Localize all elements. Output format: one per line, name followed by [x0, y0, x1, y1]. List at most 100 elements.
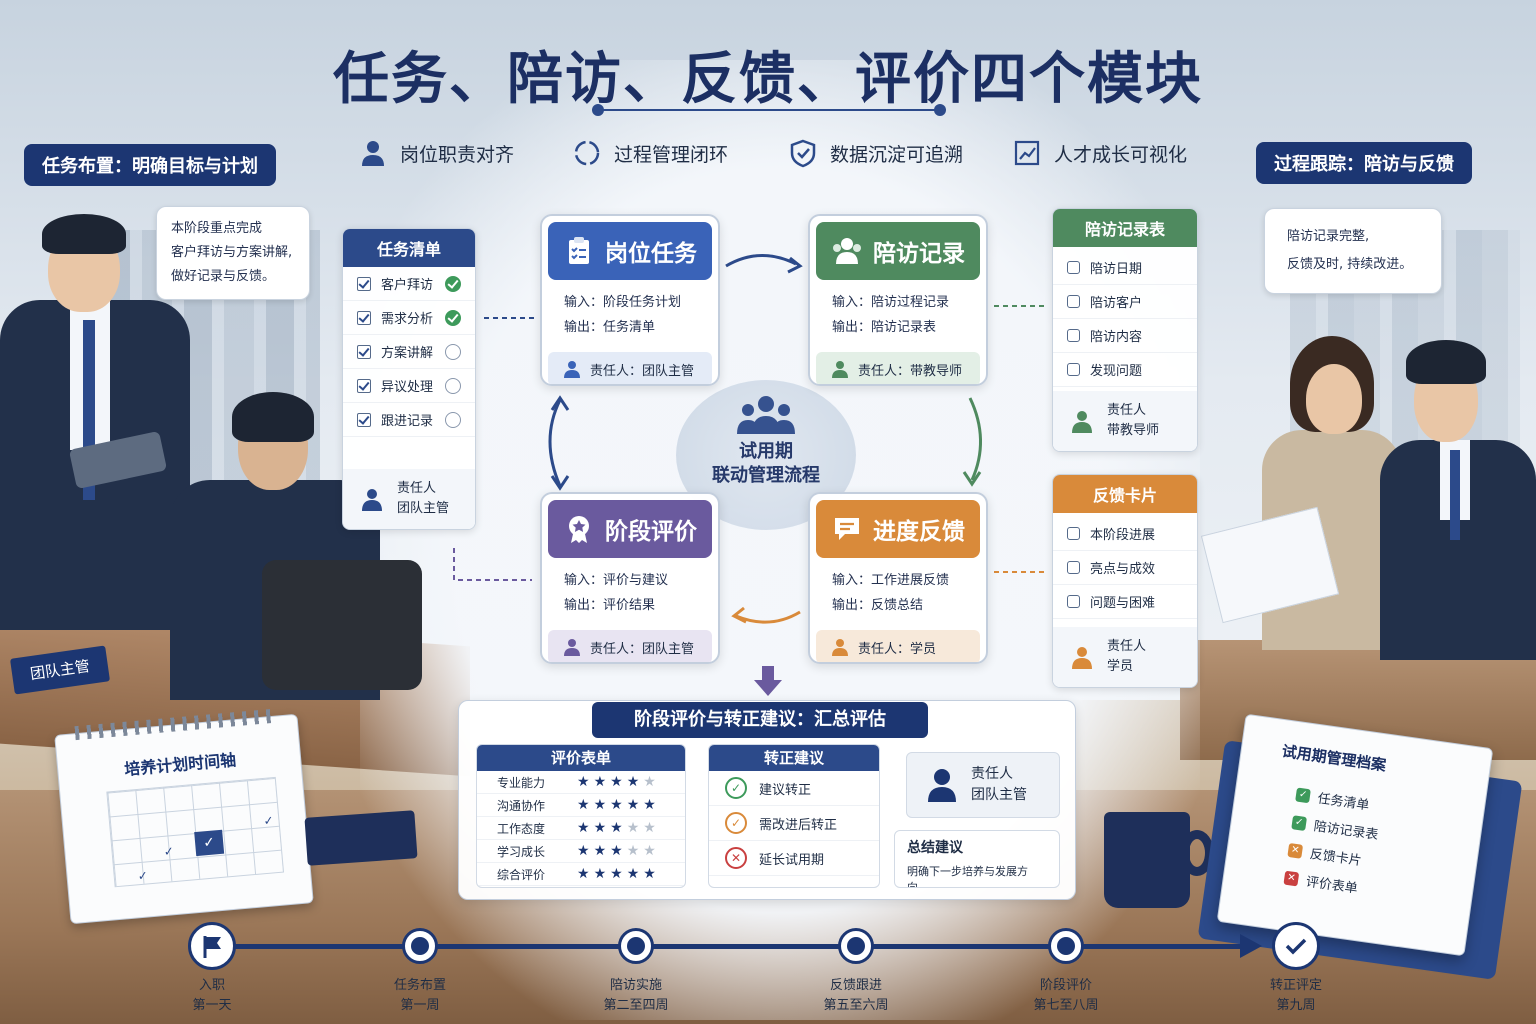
- bubble-line: 客户拜访与方案讲解,: [171, 245, 293, 260]
- star-icon[interactable]: ★: [577, 797, 590, 813]
- right-section-tag: 过程跟踪：陪访与反馈: [1256, 142, 1472, 184]
- training-calendar: 培养计划时间轴 ✓ ✓ ✓ ✓: [54, 708, 314, 925]
- field-icon: [1067, 561, 1080, 574]
- conclusion-text: 明确下一步培养与发展方向。: [907, 865, 1028, 888]
- sheet-item-label: 亮点与成效: [1090, 562, 1156, 577]
- star-icon[interactable]: ★: [593, 797, 607, 813]
- feature-label: 人才成长可视化: [1054, 143, 1188, 166]
- growth-chart-icon: [1014, 140, 1040, 166]
- timeline-node[interactable]: [188, 922, 236, 970]
- module-output: 输出：陪访记录表: [832, 320, 937, 335]
- bubble-line: 本阶段重点完成: [171, 221, 263, 236]
- people-icon: [833, 238, 861, 264]
- timeline-node[interactable]: [618, 928, 654, 964]
- task-label: 客户拜访: [381, 278, 434, 293]
- timeline-stage: 转正评定: [1269, 978, 1322, 993]
- sheet-item-label: 发现问题: [1090, 364, 1143, 379]
- star-icon[interactable]: ★: [593, 843, 607, 859]
- conclusion-title: 总结建议: [907, 840, 963, 856]
- timeline-label: 任务布置第一周: [350, 976, 490, 1016]
- calendar-check-icon: ✓: [194, 829, 225, 857]
- left-speech-bubble: 本阶段重点完成 客户拜访与方案讲解, 做好记录与反馈。: [156, 206, 310, 300]
- star-icon[interactable]: ★: [593, 866, 607, 882]
- checkbox-icon: [357, 310, 371, 325]
- star-icon[interactable]: ★: [626, 774, 640, 790]
- timeline-stage: 阶段评价: [1039, 978, 1092, 993]
- person-icon: [832, 639, 848, 656]
- star-icon[interactable]: ★: [593, 820, 607, 836]
- archive-item-label: 陪访记录表: [1312, 819, 1380, 844]
- suggestion-label: 延长试用期: [759, 852, 825, 868]
- star-icon[interactable]: ★: [610, 820, 623, 836]
- person-icon: [362, 141, 384, 166]
- module-owner-text: 责任人：团队主管: [590, 641, 695, 657]
- star-icon[interactable]: ★: [610, 797, 623, 813]
- task-list-item[interactable]: 方案讲解: [343, 335, 475, 369]
- timeline-arrowhead: [1240, 934, 1262, 958]
- timeline-period: 第九周: [1276, 998, 1316, 1013]
- task-list-item[interactable]: 需求分析: [343, 301, 475, 335]
- timeline-stage: 入职: [198, 978, 225, 993]
- timeline-node[interactable]: [402, 928, 438, 964]
- star-icon[interactable]: ★: [643, 774, 656, 790]
- module-header: 进度反馈: [816, 500, 980, 558]
- module-owner: 责任人：带教导师: [816, 352, 980, 384]
- timeline-dot: [1057, 937, 1075, 955]
- star-icon[interactable]: ★: [643, 843, 656, 859]
- task-list-item[interactable]: 客户拜访: [343, 267, 475, 301]
- task-label: 异议处理: [381, 380, 434, 395]
- archive-item-label: 反馈卡片: [1308, 846, 1363, 870]
- module-owner-text: 责任人：带教导师: [858, 363, 963, 379]
- sheet-item: 陪访日期: [1053, 251, 1197, 285]
- module-title: 陪访记录: [873, 241, 965, 267]
- star-icon[interactable]: ★: [643, 797, 656, 813]
- task-list-title: 任务清单: [343, 229, 475, 267]
- module-title: 岗位任务: [605, 241, 697, 267]
- star-icon[interactable]: ★: [577, 820, 590, 836]
- feature-talent-growth: 人才成长可视化: [1012, 138, 1187, 168]
- star-icon[interactable]: ★: [610, 866, 623, 882]
- timeline-label: 转正评定第九周: [1226, 976, 1366, 1016]
- timeline-node[interactable]: [838, 928, 874, 964]
- star-icon[interactable]: ★: [626, 843, 640, 859]
- timeline-node[interactable]: [1272, 922, 1320, 970]
- module-output: 输出：反馈总结: [832, 598, 924, 613]
- star-icon[interactable]: ★: [577, 843, 590, 859]
- module-card-feedback: 进度反馈 输入：工作进展反馈输出：反馈总结 责任人：学员: [808, 492, 988, 664]
- suggestion-option[interactable]: ✓建议转正: [709, 771, 879, 806]
- star-icon[interactable]: ★: [626, 820, 640, 836]
- star-icon[interactable]: ★: [610, 843, 623, 859]
- timeline-dot: [411, 937, 429, 955]
- module-title: 阶段评价: [605, 519, 697, 545]
- title-underline: [600, 109, 940, 111]
- hub-line-2: 联动管理流程: [712, 465, 820, 486]
- timeline-label: 反馈跟进第五至六周: [786, 976, 926, 1016]
- module-owner-text: 责任人：团队主管: [590, 363, 695, 379]
- visit-record-owner: 责任人带教导师: [1053, 391, 1197, 451]
- suggestion-option[interactable]: ✓需改进后转正: [709, 806, 879, 841]
- star-icon[interactable]: ★: [577, 866, 590, 882]
- star-icon[interactable]: ★: [610, 774, 623, 790]
- suggestion-option[interactable]: ✕延长试用期: [709, 841, 879, 876]
- star-icon[interactable]: ★: [626, 866, 640, 882]
- star-icon[interactable]: ★: [577, 774, 590, 790]
- field-icon: [1067, 261, 1080, 274]
- coffee-mug: [1104, 812, 1190, 908]
- feature-data-traceable: 数据沉淀可追溯: [788, 138, 963, 168]
- sheet-item: 陪访客户: [1053, 285, 1197, 319]
- task-list-item[interactable]: 异议处理: [343, 369, 475, 403]
- sheet-item: 本阶段进展: [1053, 517, 1197, 551]
- rating-row: 学习成长★★★★★: [477, 840, 685, 863]
- person-icon: [1072, 411, 1092, 433]
- timeline-node[interactable]: [1048, 928, 1084, 964]
- star-icon[interactable]: ★: [626, 797, 640, 813]
- star-icon[interactable]: ★: [643, 866, 656, 882]
- person-icon: [832, 361, 848, 378]
- star-icon[interactable]: ★: [643, 820, 656, 836]
- task-list-item[interactable]: 跟进记录: [343, 403, 475, 437]
- module-owner: 责任人：团队主管: [548, 352, 712, 384]
- star-icon[interactable]: ★: [593, 774, 607, 790]
- right-speech-bubble: 陪访记录完整, 反馈及时, 持续改进。: [1264, 208, 1442, 294]
- archive-status-icon: ✕: [1287, 842, 1304, 859]
- archive-item: ✕反馈卡片: [1287, 840, 1363, 869]
